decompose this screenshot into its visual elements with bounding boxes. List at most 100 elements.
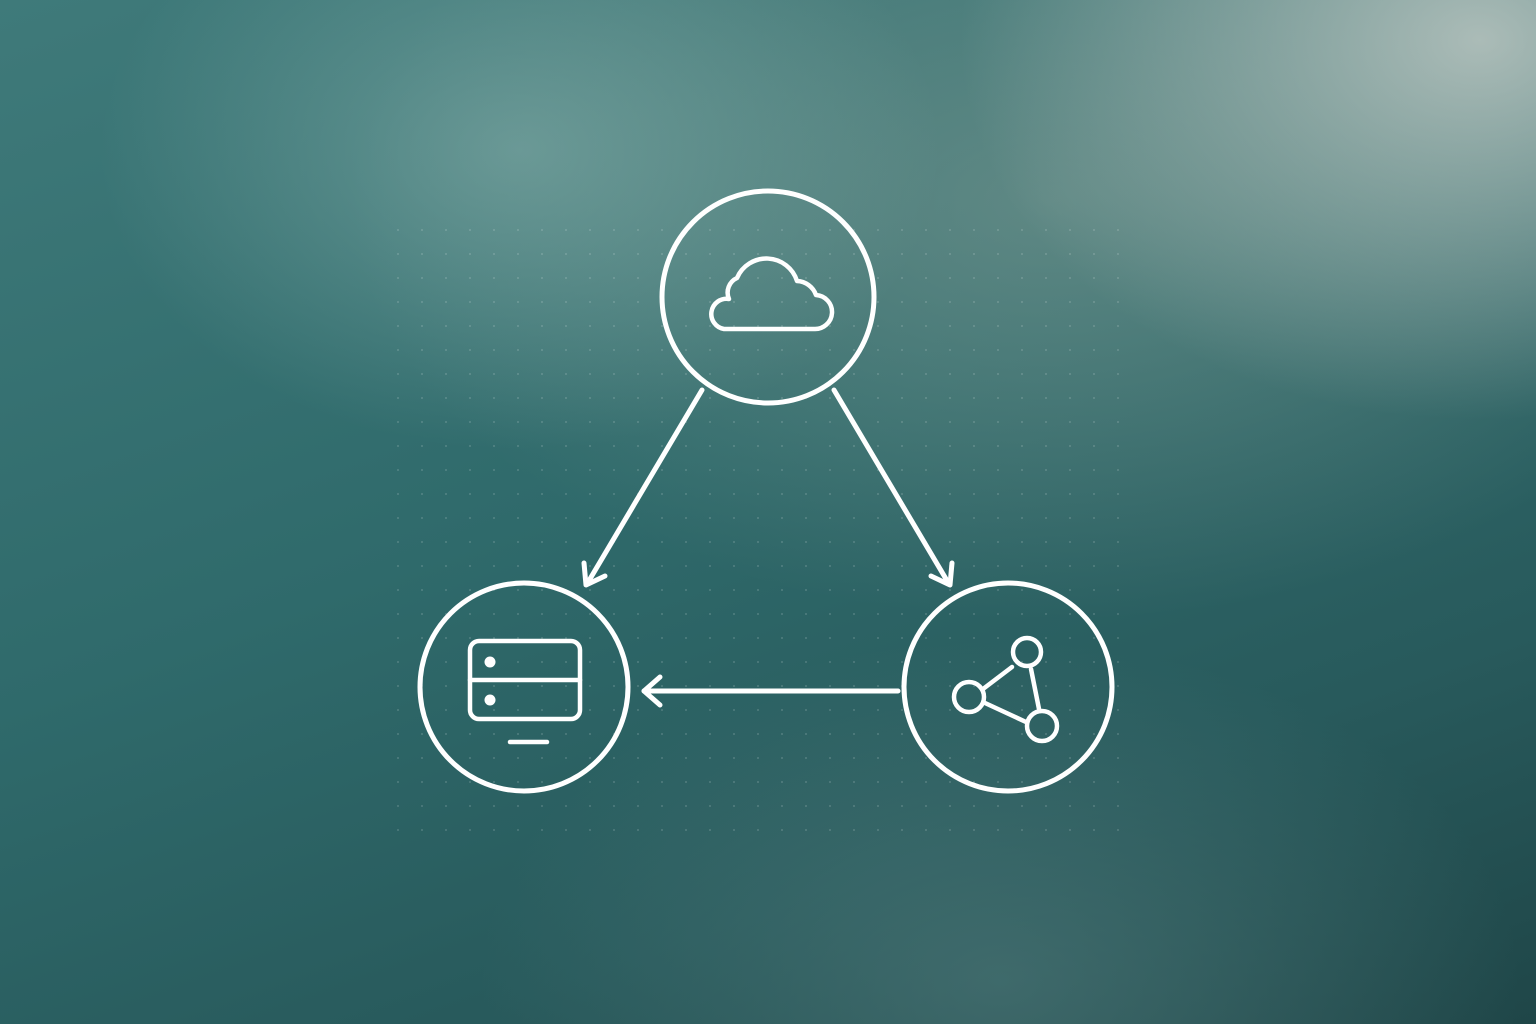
grid-dot bbox=[1045, 325, 1047, 327]
grid-dot bbox=[565, 757, 567, 759]
grid-dot bbox=[853, 349, 855, 351]
grid-dot bbox=[1117, 613, 1119, 615]
grid-dot bbox=[1117, 637, 1119, 639]
grid-dot bbox=[613, 445, 615, 447]
grid-dot bbox=[613, 253, 615, 255]
grid-dot bbox=[853, 517, 855, 519]
grid-dot bbox=[1069, 349, 1071, 351]
grid-dot bbox=[1117, 253, 1119, 255]
grid-dot bbox=[757, 229, 759, 231]
grid-dot bbox=[421, 637, 423, 639]
grid-dot bbox=[925, 685, 927, 687]
grid-dot bbox=[661, 253, 663, 255]
grid-dot bbox=[901, 253, 903, 255]
grid-dot bbox=[541, 493, 543, 495]
grid-dot bbox=[805, 781, 807, 783]
grid-dot bbox=[901, 517, 903, 519]
grid-dot bbox=[589, 229, 591, 231]
grid-dot bbox=[685, 565, 687, 567]
grid-dot bbox=[397, 709, 399, 711]
grid-dot bbox=[901, 565, 903, 567]
grid-dot bbox=[1069, 757, 1071, 759]
grid-dot bbox=[949, 493, 951, 495]
grid-dot bbox=[685, 781, 687, 783]
grid-dot bbox=[397, 757, 399, 759]
grid-dot bbox=[805, 589, 807, 591]
grid-dot bbox=[493, 781, 495, 783]
grid-dot bbox=[1069, 733, 1071, 735]
grid-dot bbox=[1117, 589, 1119, 591]
grid-dot bbox=[853, 685, 855, 687]
grid-dot bbox=[493, 253, 495, 255]
grid-dot bbox=[709, 685, 711, 687]
grid-dot bbox=[853, 397, 855, 399]
grid-dot bbox=[1093, 373, 1095, 375]
grid-dot bbox=[445, 253, 447, 255]
grid-dot bbox=[1093, 757, 1095, 759]
grid-dot bbox=[781, 277, 783, 279]
grid-dot bbox=[853, 469, 855, 471]
grid-dot bbox=[709, 373, 711, 375]
grid-dot bbox=[589, 757, 591, 759]
grid-dot bbox=[781, 349, 783, 351]
grid-dot bbox=[637, 445, 639, 447]
grid-dot bbox=[1117, 421, 1119, 423]
grid-dot bbox=[1021, 421, 1023, 423]
grid-dot bbox=[877, 637, 879, 639]
grid-dot bbox=[973, 829, 975, 831]
server-icon bbox=[467, 638, 583, 745]
grid-dot bbox=[1093, 325, 1095, 327]
grid-dot bbox=[997, 565, 999, 567]
grid-dot bbox=[613, 613, 615, 615]
grid-dot bbox=[397, 565, 399, 567]
grid-dot bbox=[421, 805, 423, 807]
grid-dot bbox=[1093, 349, 1095, 351]
grid-dot bbox=[397, 325, 399, 327]
grid-dot bbox=[997, 517, 999, 519]
grid-dot bbox=[949, 253, 951, 255]
grid-dot bbox=[1045, 637, 1047, 639]
grid-dot bbox=[781, 421, 783, 423]
grid-dot bbox=[781, 373, 783, 375]
grid-dot bbox=[1045, 445, 1047, 447]
grid-dot bbox=[733, 757, 735, 759]
grid-dot bbox=[661, 541, 663, 543]
grid-dot bbox=[733, 781, 735, 783]
grid-dot bbox=[853, 541, 855, 543]
node-server bbox=[417, 580, 631, 794]
grid-dot bbox=[877, 829, 879, 831]
grid-dot bbox=[1069, 781, 1071, 783]
grid-dot bbox=[733, 469, 735, 471]
grid-dot bbox=[565, 469, 567, 471]
grid-dot bbox=[997, 541, 999, 543]
grid-dot bbox=[805, 421, 807, 423]
grid-dot bbox=[517, 613, 519, 615]
grid-dot bbox=[517, 325, 519, 327]
grid-dot bbox=[445, 493, 447, 495]
grid-dot bbox=[757, 301, 759, 303]
grid-dot bbox=[901, 325, 903, 327]
grid-dot bbox=[973, 469, 975, 471]
grid-dot bbox=[1093, 229, 1095, 231]
grid-dot bbox=[877, 541, 879, 543]
grid-dot bbox=[517, 421, 519, 423]
grid-dot bbox=[781, 613, 783, 615]
grid-dot bbox=[901, 397, 903, 399]
grid-dot bbox=[517, 781, 519, 783]
grid-dot bbox=[733, 421, 735, 423]
grid-dot bbox=[853, 805, 855, 807]
grid-dot bbox=[517, 277, 519, 279]
grid-dot bbox=[973, 613, 975, 615]
grid-dot bbox=[1093, 661, 1095, 663]
grid-dot bbox=[733, 325, 735, 327]
grid-dot bbox=[1021, 301, 1023, 303]
grid-dot bbox=[973, 253, 975, 255]
grid-dot bbox=[589, 301, 591, 303]
grid-dot bbox=[733, 733, 735, 735]
grid-dot bbox=[421, 325, 423, 327]
grid-dot bbox=[1069, 421, 1071, 423]
grid-dot bbox=[613, 757, 615, 759]
grid-dot bbox=[997, 469, 999, 471]
grid-dot bbox=[541, 637, 543, 639]
grid-dot bbox=[1117, 829, 1119, 831]
